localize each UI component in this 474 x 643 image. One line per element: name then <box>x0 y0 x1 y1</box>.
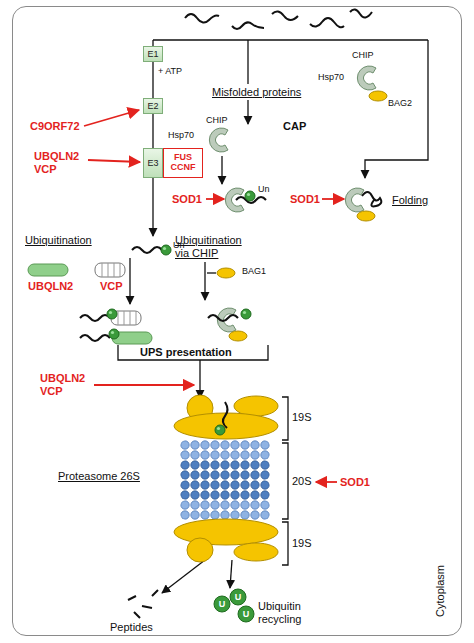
ubiquitin-label: U <box>230 590 246 604</box>
ubiquitin-label: U <box>214 597 230 611</box>
box-text: E3 <box>147 158 158 168</box>
text-label: CHIP <box>206 115 228 126</box>
gene-label: C9ORF72 <box>30 120 80 133</box>
box-text: E1 <box>147 49 158 59</box>
connector-line <box>152 62 153 98</box>
text-label: BAG2 <box>388 98 412 109</box>
enzyme-box: E3 <box>143 148 163 178</box>
text-label: + ATP <box>158 66 182 77</box>
compartment-label: Cytoplasm <box>434 565 446 617</box>
gene-label: SOD1 <box>290 193 320 206</box>
ubiquitin-label: Proteasome 26S <box>58 470 140 483</box>
text-label: CAP <box>283 120 306 133</box>
text-label: CHIP <box>352 50 374 61</box>
gene-label: VCP <box>100 280 123 293</box>
text-label: Un <box>173 240 185 251</box>
gene-label: UBQLN2 VCP <box>34 150 86 176</box>
text-label: UPS presentation <box>140 346 232 359</box>
gene-label: SOD1 <box>172 193 202 206</box>
text-label: Hsp70 <box>318 72 344 83</box>
ubiquitin-label: Misfolded proteins <box>212 86 301 99</box>
ubiquitin-label: Folding <box>392 194 428 207</box>
text-label: Hsp70 <box>168 130 194 141</box>
gene-box: FUS CCNF <box>163 148 203 178</box>
box-text: E2 <box>147 101 158 111</box>
box-text: FUS CCNF <box>164 153 202 173</box>
enzyme-box: E1 <box>143 46 163 62</box>
text-label: Ubiquitin recycling <box>258 600 320 626</box>
text-label: BAG1 <box>242 266 266 277</box>
text-label: 20S <box>292 475 312 488</box>
gene-label: UBQLN2 <box>28 280 73 293</box>
ubiquitin-label: U <box>238 607 254 621</box>
gene-label: UBQLN2 VCP <box>40 372 92 398</box>
text-label: 19S <box>292 411 312 424</box>
text-label: Un <box>258 184 270 195</box>
text-label: 19S <box>292 537 312 550</box>
connector-line <box>152 114 153 148</box>
enzyme-box: E2 <box>143 98 163 114</box>
text-label: Peptides <box>110 621 153 634</box>
gene-label: SOD1 <box>340 476 370 489</box>
ubiquitin-label: Ubiquitination via CHIP <box>175 234 257 260</box>
ubiquitin-label: Ubiquitination <box>25 234 92 247</box>
